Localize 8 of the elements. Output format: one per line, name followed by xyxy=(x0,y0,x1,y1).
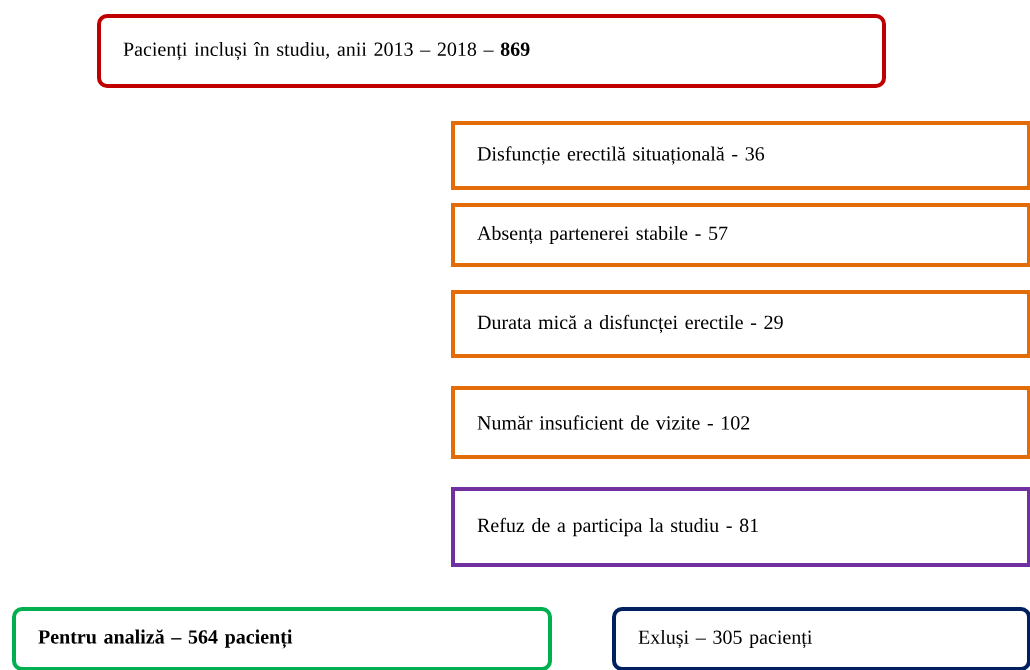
box: Absența partenerei stabile - 57 xyxy=(451,203,1030,267)
rounded-box: Pentru analiză – 564 pacienți xyxy=(12,607,552,670)
box: Refuz de a participa la studiu - 81 xyxy=(451,487,1030,567)
box: Număr insuficient de vizite - 102 xyxy=(451,386,1030,459)
rounded-box: Exluși – 305 pacienți xyxy=(612,607,1030,670)
box: Durata mică a disfuncței erectile - 29 xyxy=(451,290,1030,358)
rounded-box: Pacienți incluși în studiu, anii 2013 – 2018 – 869 xyxy=(97,14,886,88)
box: Disfuncție erectilă situațională - 36 xyxy=(451,121,1030,190)
